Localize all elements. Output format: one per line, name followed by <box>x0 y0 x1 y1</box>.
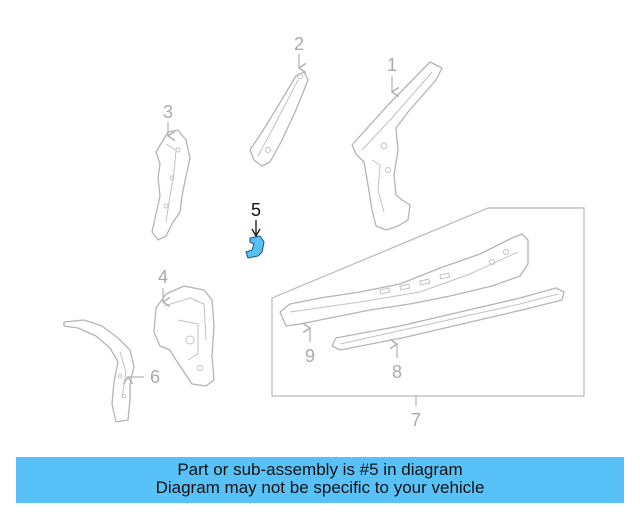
callout-9[interactable]: 9 <box>305 346 315 366</box>
banner-line-2: Diagram may not be specific to your vehi… <box>155 478 485 497</box>
part-6-wheelhouse[interactable] <box>63 319 135 423</box>
part-9-rocker-panel[interactable] <box>279 233 529 327</box>
parts-diagram: 1 2 3 4 5 6 7 8 9 <box>63 34 585 430</box>
part-3-hinge-pillar[interactable] <box>151 129 191 241</box>
callout-1[interactable]: 1 <box>387 55 397 75</box>
info-banner: Part or sub-assembly is #5 in diagram Di… <box>16 457 624 503</box>
callout-3[interactable]: 3 <box>163 102 173 122</box>
callout-8[interactable]: 8 <box>392 362 402 382</box>
part-5-bracket[interactable] <box>245 235 265 259</box>
banner-line-1: Part or sub-assembly is #5 in diagram <box>177 460 463 479</box>
leader-5-arrowhead <box>251 228 261 238</box>
part-8-sill-molding[interactable] <box>331 287 565 351</box>
part-2-pillar-trim[interactable] <box>249 71 309 167</box>
callout-7[interactable]: 7 <box>411 410 421 430</box>
callout-4[interactable]: 4 <box>158 267 168 287</box>
callout-6[interactable]: 6 <box>150 367 160 387</box>
part-1-front-pillar[interactable] <box>351 61 443 231</box>
callout-2[interactable]: 2 <box>294 34 304 54</box>
part-4-inner-panel[interactable] <box>153 285 215 387</box>
part-7-assembly-box <box>271 207 585 397</box>
callout-5[interactable]: 5 <box>251 200 261 220</box>
